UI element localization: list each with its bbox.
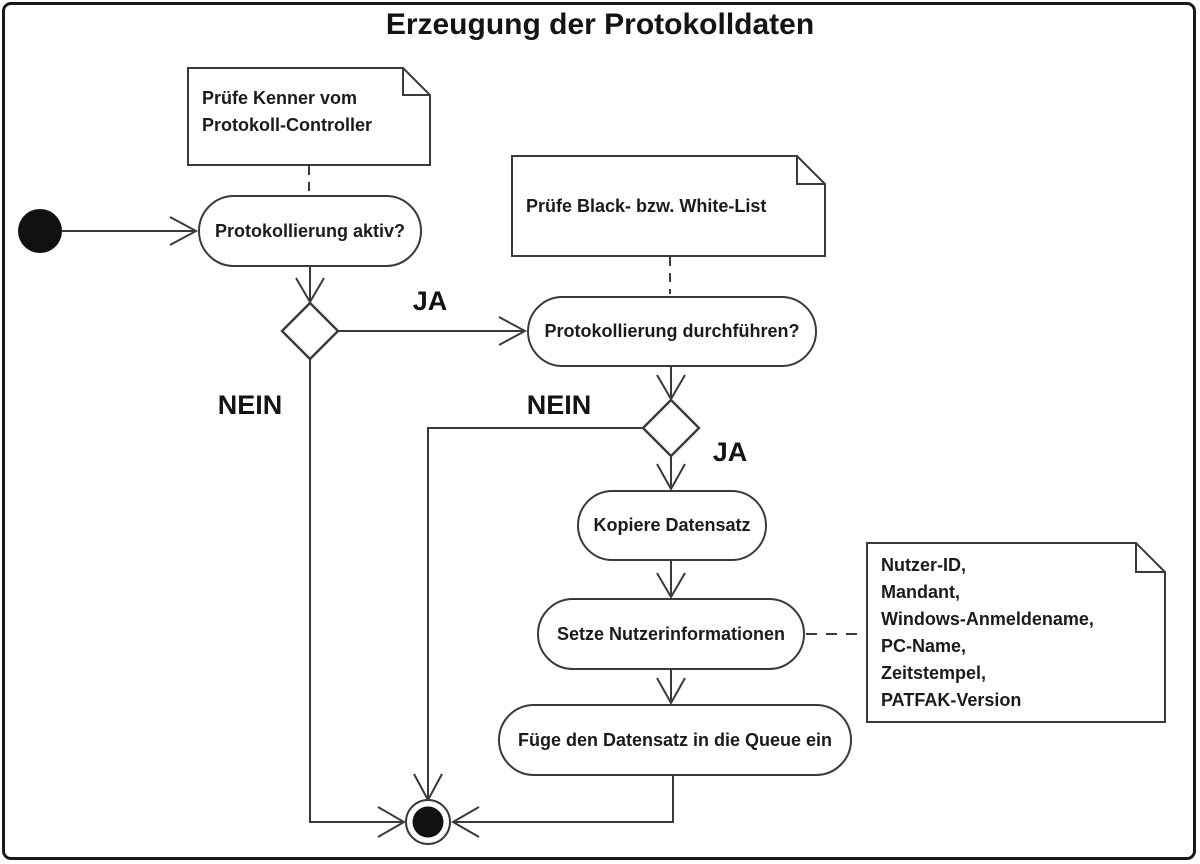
arrowhead: [498, 316, 528, 346]
decision-diamond-2: [641, 398, 701, 458]
arrowhead: [656, 677, 686, 706]
end-node: [405, 799, 451, 845]
action-fuege-datensatz-queue: Füge den Datensatz in die Queue ein: [498, 704, 852, 776]
page-title: Erzeugung der Protokolldaten: [385, 8, 815, 41]
note-shape-kenner: [187, 67, 431, 166]
note-shape-nutzer: [866, 542, 1166, 723]
connector-nein-1: [309, 359, 402, 823]
action-label: Protokollierung aktiv?: [214, 220, 406, 241]
decision-diamond-1: [280, 301, 340, 361]
action-label: Kopiere Datensatz: [593, 515, 751, 535]
arrowhead: [656, 572, 686, 599]
edge-label-ja-2: JA: [712, 437, 748, 467]
arrowhead: [656, 463, 686, 492]
action-protokollierung-aktiv: Protokollierung aktiv?: [198, 195, 422, 267]
arrowhead: [169, 216, 199, 246]
action-label: Protokollierung durchführen?: [544, 321, 800, 341]
start-node: [18, 209, 62, 253]
action-kopiere-datensatz: Kopiere Datensatz: [577, 490, 767, 561]
arrowhead: [450, 806, 480, 838]
note-pruefe-kenner: Prüfe Kenner vom Protokoll-Controller: [202, 88, 372, 135]
action-protokollierung-durchfuehren: Protokollierung durchführen?: [527, 296, 817, 367]
edge-label-nein-1: NEIN: [217, 390, 283, 420]
connector-fuege-to-end: [455, 776, 674, 823]
action-label: Setze Nutzerinformationen: [556, 623, 786, 644]
edge-label-nein-2: NEIN: [526, 390, 592, 420]
arrowhead: [377, 806, 407, 838]
connector-nein-2: [427, 427, 643, 798]
note-shape-blacklist: [511, 155, 826, 257]
action-label: Füge den Datensatz in die Queue ein: [517, 729, 833, 750]
action-setze-nutzerinformationen: Setze Nutzerinformationen: [537, 598, 805, 670]
note-pruefe-blacklist: Prüfe Black- bzw. White-List: [526, 196, 767, 216]
note-nutzer-felder: Nutzer-ID, Mandant, Windows-Anmeldename,…: [881, 555, 1094, 710]
edge-label-ja-1: JA: [412, 286, 448, 316]
